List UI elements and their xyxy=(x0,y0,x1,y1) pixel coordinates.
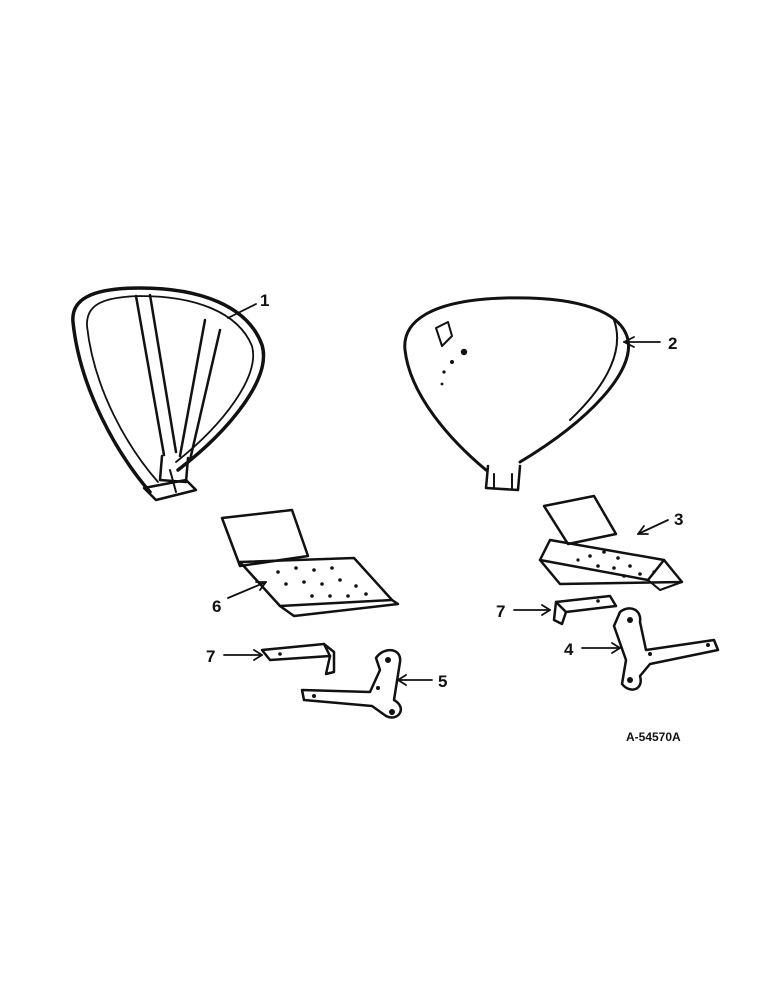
seat-frame-part-1 xyxy=(71,286,266,502)
angle-bracket-part-7-left xyxy=(223,642,336,676)
pan-seat-part-2 xyxy=(403,296,661,492)
callout-7-right: 7 xyxy=(496,602,505,621)
support-bracket-part-4 xyxy=(581,607,720,691)
support-bracket-part-5 xyxy=(300,649,433,719)
platform-3-holes xyxy=(576,550,656,578)
platform-part-3 xyxy=(538,494,684,591)
platform-part-6 xyxy=(220,508,400,618)
callout-6: 6 xyxy=(212,597,221,616)
callout-5: 5 xyxy=(438,672,447,691)
callout-4: 4 xyxy=(564,640,574,659)
figure-id: A-54570A xyxy=(626,730,681,744)
callout-3: 3 xyxy=(674,510,683,529)
callout-1: 1 xyxy=(260,291,269,310)
callout-2: 2 xyxy=(668,334,677,353)
platform-6-holes xyxy=(276,566,368,598)
angle-bracket-part-7-right xyxy=(513,594,618,626)
callout-7-left: 7 xyxy=(206,647,215,666)
